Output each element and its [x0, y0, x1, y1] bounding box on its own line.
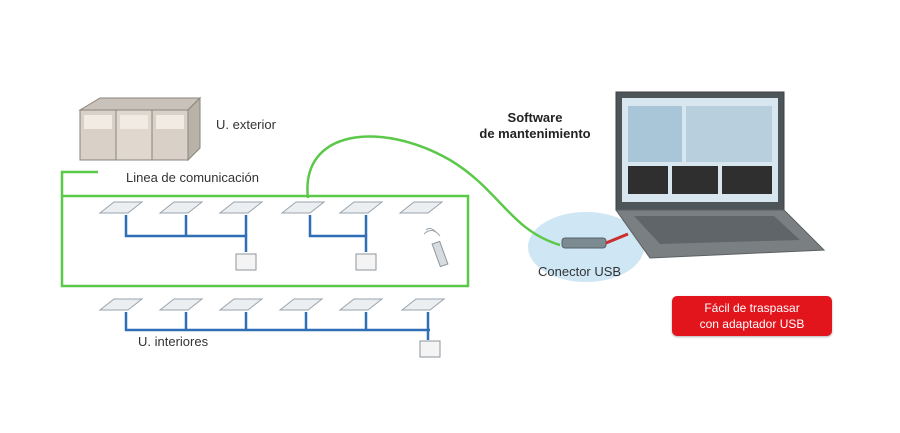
outdoor-unit-label: U. exterior [216, 117, 276, 132]
laptop [615, 91, 826, 259]
outdoor-units [78, 96, 202, 162]
software-label: Software de mantenimiento [464, 110, 606, 142]
usb-adapter-callout: Fácil de traspasar con adaptador USB [672, 296, 832, 336]
comm-line-label: Linea de comunicación [126, 170, 259, 185]
usb-connector-label: Conector USB [538, 264, 622, 279]
wireless-remote [423, 227, 449, 268]
callout-line2: con adaptador USB [699, 317, 805, 331]
software-label-line2: de mantenimiento [479, 126, 591, 141]
callout-line1: Fácil de traspasar [704, 301, 800, 315]
indoor-units-lower [98, 298, 446, 311]
software-label-line1: Software [507, 110, 563, 125]
communication-line [60, 135, 561, 288]
indoor-units-label: U. interiores [138, 334, 209, 349]
remote-controllers [235, 253, 441, 358]
usb-cable [561, 232, 629, 249]
local-wiring [124, 215, 430, 340]
indoor-units-upper [98, 201, 444, 214]
